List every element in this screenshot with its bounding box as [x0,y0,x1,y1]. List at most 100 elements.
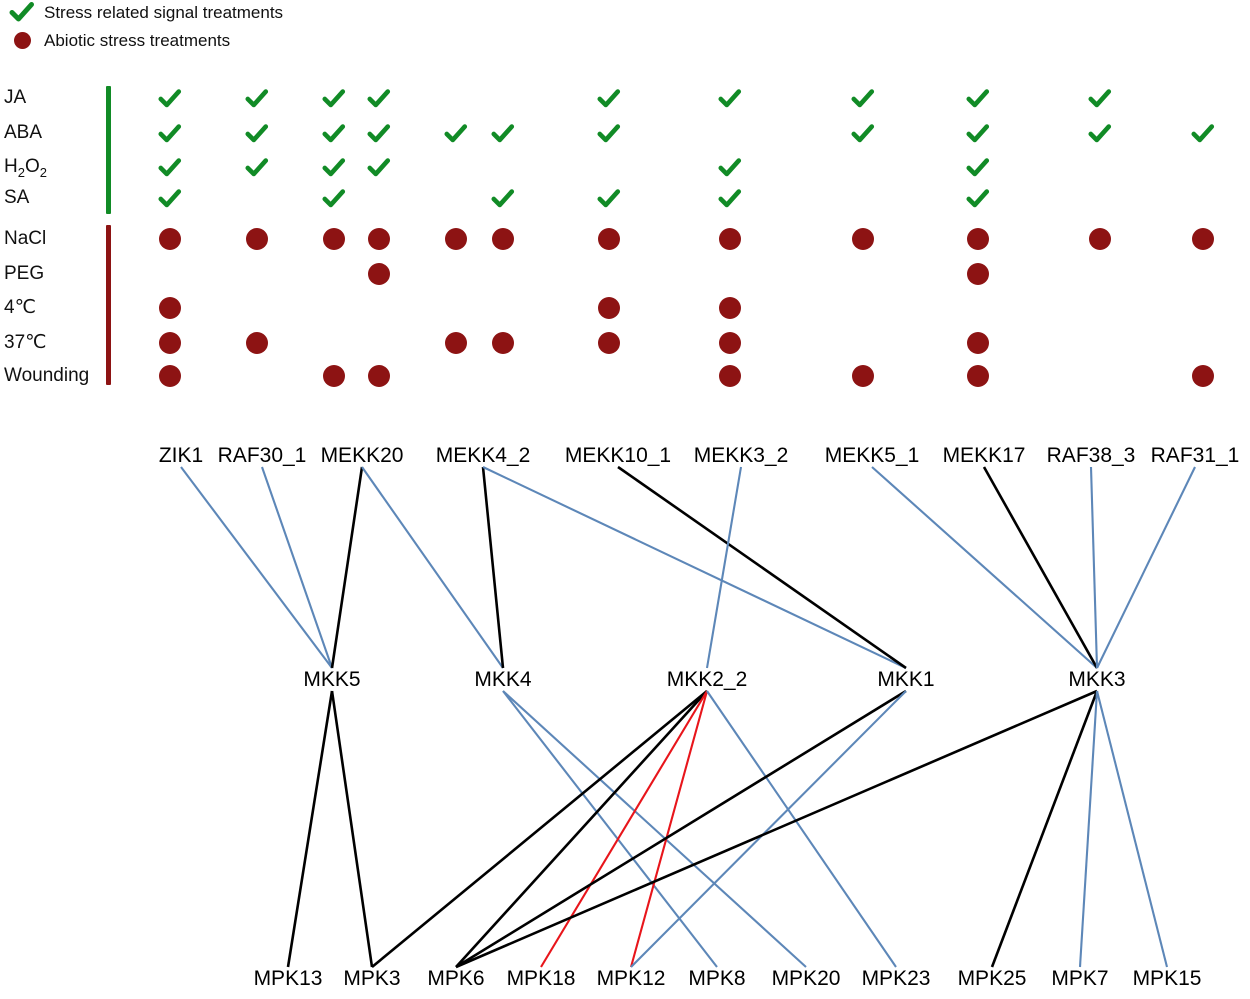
node-mpk6[interactable]: MPK6 [427,967,485,990]
matrix-cell-dot [321,226,347,252]
node-mpk18[interactable]: MPK18 [506,967,576,990]
matrix-cell-dot [157,295,183,321]
matrix-cell-dot [965,363,991,389]
matrix-cell-check [1087,85,1113,111]
matrix-cell-dot [1087,226,1113,252]
edge-mekk3_2-mkk2_2 [705,466,743,669]
matrix-cell-check [321,185,347,211]
matrix-row-label-Wounding: Wounding [4,365,90,386]
matrix-cell-check [490,185,516,211]
edge-raf31_1-mkk3 [1096,466,1196,669]
matrix-cell-dot [157,226,183,252]
edge-mkk2_2-mpk18 [540,690,708,968]
node-mkk1[interactable]: MKK1 [877,668,935,691]
node-mpk12[interactable]: MPK12 [596,967,666,990]
matrix-cell-check [157,120,183,146]
edge-mkk3-mpk7 [1078,690,1099,968]
node-mpk15[interactable]: MPK15 [1132,967,1202,990]
edge-mkk3-mpk25 [990,690,1099,968]
matrix-cell-dot [366,363,392,389]
edge-mekk17-mkk3 [982,466,1099,669]
matrix-cell-dot [596,226,622,252]
node-mpk3[interactable]: MPK3 [343,967,401,990]
edge-mkk5-mpk13 [286,690,334,968]
matrix-cell-dot [965,261,991,287]
node-zik1[interactable]: ZIK1 [158,444,204,467]
matrix-cell-dot [490,226,516,252]
abiotic-group-bar [106,225,111,385]
node-mkk4[interactable]: MKK4 [474,668,532,691]
matrix-cell-dot [366,226,392,252]
matrix-cell-dot [1190,363,1216,389]
legend-item-abiotic: Abiotic stress treatments [0,28,230,52]
node-mekk3_2[interactable]: MEKK3_2 [693,444,789,467]
matrix-cell-check [596,185,622,211]
node-mekk10_1[interactable]: MEKK10_1 [564,444,672,467]
node-mpk20[interactable]: MPK20 [771,967,841,990]
matrix-cell-check [717,154,743,180]
node-mpk25[interactable]: MPK25 [957,967,1027,990]
matrix-cell-check [596,85,622,111]
edge-mekk10_1-mkk1 [617,465,907,670]
matrix-row-label-4: 4℃ [4,297,36,318]
matrix-cell-dot [443,330,469,356]
node-raf38_3[interactable]: RAF38_3 [1046,444,1136,467]
node-mekk5_1[interactable]: MEKK5_1 [824,444,920,467]
matrix-cell-dot [717,295,743,321]
matrix-cell-dot [157,363,183,389]
edge-mekk20-mkk4 [361,466,504,669]
matrix-cell-check [850,85,876,111]
matrix-cell-dot [717,330,743,356]
node-raf30_1[interactable]: RAF30_1 [217,444,307,467]
node-mkk5[interactable]: MKK5 [303,668,361,691]
matrix-cell-check [965,120,991,146]
node-mekk17[interactable]: MEKK17 [942,444,1026,467]
node-mpk7[interactable]: MPK7 [1051,967,1109,990]
matrix-cell-dot [850,363,876,389]
legend-label-abiotic: Abiotic stress treatments [44,30,231,50]
matrix-cell-dot [244,330,270,356]
matrix-cell-check [490,120,516,146]
signal-group-bar [106,86,111,214]
matrix-cell-dot [965,330,991,356]
matrix-cell-dot [443,226,469,252]
edge-raf30_1-mkk5 [261,466,333,669]
matrix-row-label-37: 37℃ [4,332,47,353]
node-mpk8[interactable]: MPK8 [688,967,746,990]
matrix-cell-dot [596,330,622,356]
node-mekk4_2[interactable]: MEKK4_2 [435,444,531,467]
matrix-cell-dot [157,330,183,356]
legend: Stress related signal treatments Abiotic… [0,0,420,62]
edge-mkk2_2-mpk23 [706,690,897,968]
matrix-cell-dot [850,226,876,252]
dot-icon [0,31,44,49]
matrix-cell-check [244,85,270,111]
legend-item-signal: Stress related signal treatments [0,0,283,24]
legend-label-signal: Stress related signal treatments [44,2,284,22]
matrix-cell-check [443,120,469,146]
matrix-row-label-JA: JA [4,87,27,108]
node-mekk20[interactable]: MEKK20 [320,444,404,467]
node-mkk2_2[interactable]: MKK2_2 [666,668,748,691]
node-mpk23[interactable]: MPK23 [861,967,931,990]
matrix-cell-check [717,85,743,111]
edge-mkk1-mpk6 [455,689,907,969]
matrix-cell-dot [244,226,270,252]
edge-mkk2_2-mpk6 [455,690,708,968]
matrix-cell-check [1190,120,1216,146]
matrix-row-label-H2O2: H2O2 [4,156,47,180]
node-mkk3[interactable]: MKK3 [1068,668,1126,691]
matrix-cell-check [321,154,347,180]
matrix-cell-dot [490,330,516,356]
matrix-cell-dot [1190,226,1216,252]
matrix-cell-check [321,120,347,146]
node-mpk13[interactable]: MPK13 [253,967,323,990]
node-raf31_1[interactable]: RAF31_1 [1150,444,1240,467]
matrix-cell-dot [717,226,743,252]
edge-raf38_3-mkk3 [1089,466,1099,669]
matrix-row-label-PEG: PEG [4,263,45,284]
matrix-cell-dot [321,363,347,389]
edge-mkk2_2-mpk12 [629,690,709,968]
